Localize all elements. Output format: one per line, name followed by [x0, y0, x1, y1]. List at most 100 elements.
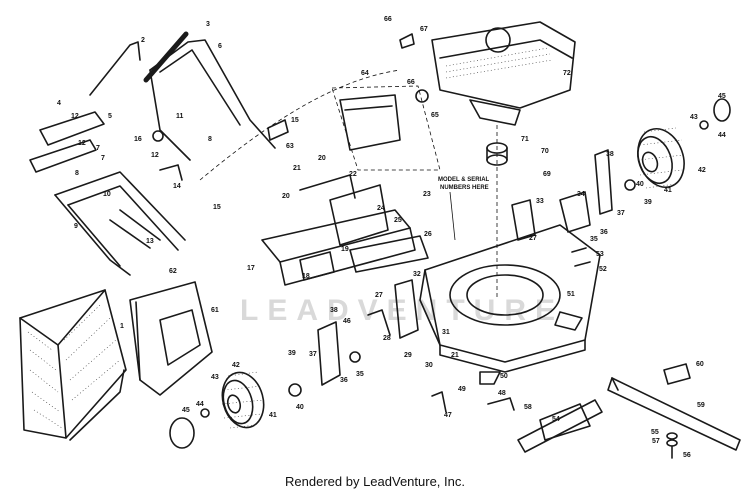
- callout-51: 51: [567, 291, 575, 298]
- callout-4: 4: [57, 100, 61, 107]
- height-adjusters[interactable]: [317, 149, 613, 386]
- callout-44: 44: [718, 132, 726, 139]
- callout-20: 20: [282, 193, 290, 200]
- bag-frame[interactable]: [129, 281, 213, 396]
- callout-17: 17: [247, 265, 255, 272]
- callout-42: 42: [698, 167, 706, 174]
- callout-59: 59: [697, 402, 705, 409]
- callout-65: 65: [431, 112, 439, 119]
- rear-baffle-assembly[interactable]: [261, 174, 429, 286]
- callout-52: 52: [599, 266, 607, 273]
- wheel-hardware[interactable]: [200, 120, 709, 418]
- callout-49: 49: [458, 386, 466, 393]
- callout-12: 12: [151, 152, 159, 159]
- hubcap-rear[interactable]: [713, 98, 731, 122]
- throttle-cable: [199, 69, 401, 181]
- callout-20: 20: [318, 155, 326, 162]
- callout-53: 53: [596, 251, 604, 258]
- misc-hardware[interactable]: [431, 247, 591, 413]
- mounting-bracket[interactable]: [339, 94, 401, 151]
- blade[interactable]: [607, 377, 741, 451]
- callout-31: 31: [442, 329, 450, 336]
- callout-5: 5: [108, 113, 112, 120]
- callout-7: 7: [101, 155, 105, 162]
- callout-40: 40: [296, 404, 304, 411]
- callout-61: 61: [211, 307, 219, 314]
- callout-44: 44: [196, 401, 204, 408]
- callout-15: 15: [291, 117, 299, 124]
- callout-26: 26: [424, 231, 432, 238]
- callout-46: 46: [343, 318, 351, 325]
- callout-64: 64: [361, 70, 369, 77]
- grass-catcher-bag[interactable]: [19, 289, 127, 441]
- callout-58: 58: [524, 404, 532, 411]
- control-brackets[interactable]: [29, 111, 289, 181]
- callout-28: 28: [383, 335, 391, 342]
- callout-45: 45: [718, 93, 726, 100]
- callout-39: 39: [644, 199, 652, 206]
- callout-43: 43: [690, 114, 698, 121]
- callout-27: 27: [529, 235, 537, 242]
- callout-42: 42: [232, 362, 240, 369]
- callout-41: 41: [664, 187, 672, 194]
- callout-36: 36: [600, 229, 608, 236]
- callout-27: 27: [375, 292, 383, 299]
- hubcap-front[interactable]: [169, 417, 195, 449]
- callout-12: 12: [71, 113, 79, 120]
- callout-33: 33: [536, 198, 544, 205]
- callout-71: 71: [521, 136, 529, 143]
- callout-43: 43: [211, 374, 219, 381]
- engine[interactable]: [399, 21, 576, 126]
- callout-25: 25: [394, 217, 402, 224]
- front-wheel[interactable]: [216, 368, 269, 432]
- callout-19: 19: [341, 246, 349, 253]
- callout-7: 7: [96, 145, 100, 152]
- callout-24: 24: [377, 205, 385, 212]
- callout-layer: 1234567788910111212121314151516171819202…: [57, 16, 726, 459]
- callout-15: 15: [213, 204, 221, 211]
- callout-9: 9: [74, 223, 78, 230]
- callout-55: 55: [651, 429, 659, 436]
- plate-label-line-1: MODEL & SERIAL: [438, 177, 490, 183]
- callout-72: 72: [563, 70, 571, 77]
- callout-54: 54: [552, 416, 560, 423]
- callout-2: 2: [141, 37, 145, 44]
- model-serial-plate: MODEL & SERIAL NUMBERS HERE: [438, 177, 490, 241]
- callout-66: 66: [407, 79, 415, 86]
- callout-63: 63: [286, 143, 294, 150]
- blade-bolt-stack[interactable]: [663, 363, 691, 459]
- callout-38: 38: [606, 151, 614, 158]
- callout-16: 16: [134, 136, 142, 143]
- callout-32: 32: [413, 271, 421, 278]
- callout-69: 69: [543, 171, 551, 178]
- mower-deck[interactable]: [419, 224, 601, 373]
- callout-35: 35: [356, 371, 364, 378]
- callout-21: 21: [293, 165, 301, 172]
- callout-1: 1: [120, 323, 124, 330]
- lower-handle[interactable]: [54, 171, 186, 276]
- callout-30: 30: [425, 362, 433, 369]
- callout-40: 40: [636, 181, 644, 188]
- callout-29: 29: [404, 352, 412, 359]
- callout-37: 37: [309, 351, 317, 358]
- callout-47: 47: [444, 412, 452, 419]
- callout-60: 60: [696, 361, 704, 368]
- upper-handle[interactable]: [89, 31, 276, 161]
- blade-adapter-plate[interactable]: [517, 399, 603, 453]
- callout-48: 48: [498, 390, 506, 397]
- callout-8: 8: [75, 170, 79, 177]
- rear-wheel[interactable]: [630, 122, 692, 193]
- callout-45: 45: [182, 407, 190, 414]
- callout-35: 35: [590, 236, 598, 243]
- callout-66: 66: [384, 16, 392, 23]
- callout-21: 21: [451, 352, 459, 359]
- callout-3: 3: [206, 21, 210, 28]
- callout-11: 11: [176, 113, 184, 120]
- callout-36: 36: [340, 377, 348, 384]
- callout-57: 57: [652, 438, 660, 445]
- callout-67: 67: [420, 26, 428, 33]
- callout-38: 38: [330, 307, 338, 314]
- callout-6: 6: [218, 43, 222, 50]
